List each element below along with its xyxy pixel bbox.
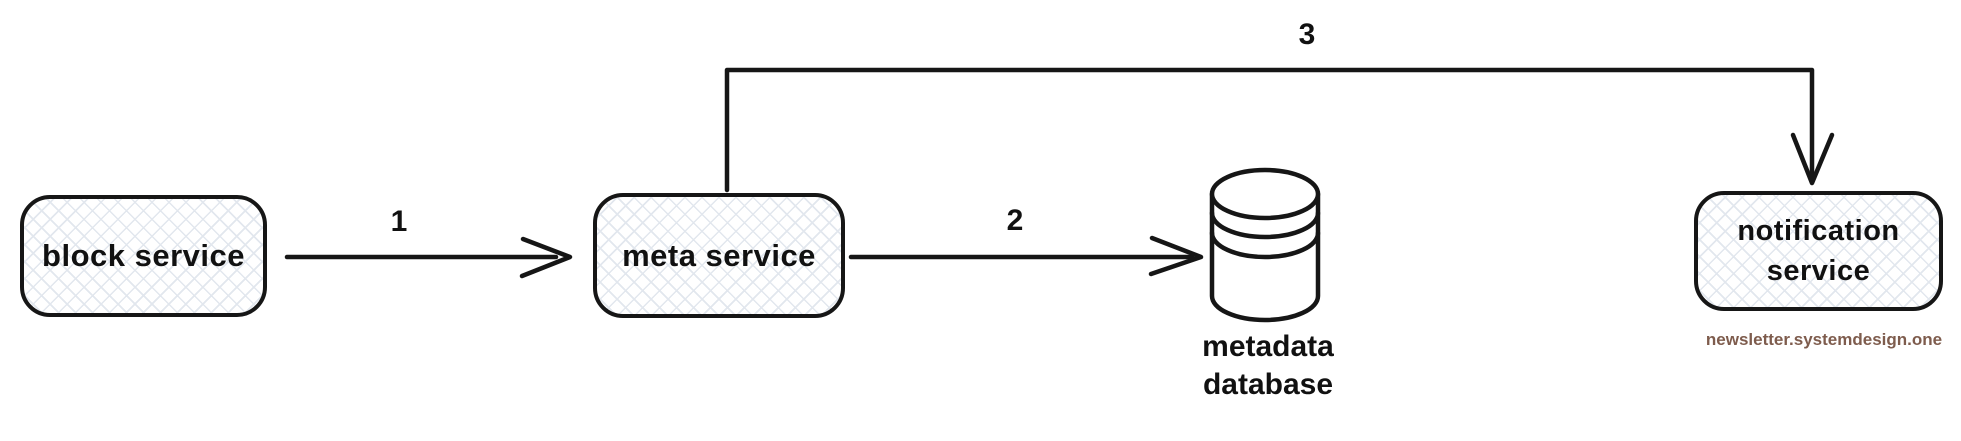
node-label-line2: service <box>1766 255 1871 287</box>
arrow-3-head <box>1790 132 1835 186</box>
watermark-text: newsletter.systemdesign.one <box>1705 330 1943 349</box>
database-caption-line1: metadata <box>1202 330 1334 363</box>
database-ring-2 <box>1209 230 1321 260</box>
database-caption: metadata database <box>1202 328 1334 404</box>
database-caption-line2: database <box>1202 368 1334 401</box>
edge-label-2: 2 <box>1006 204 1024 237</box>
node-block-service: block service <box>20 195 267 317</box>
node-notification-service: notification service <box>1694 191 1943 311</box>
node-label: meta service <box>622 237 816 273</box>
edge-label-1: 1 <box>390 205 408 238</box>
database-top-ellipse <box>1209 167 1321 221</box>
edge-label-3: 3 <box>1298 18 1316 51</box>
database-cylinder-icon <box>1209 167 1321 323</box>
node-label-line1: notification <box>1737 215 1900 247</box>
node-meta-service: meta service <box>593 193 845 318</box>
arrow-1-head <box>519 236 573 279</box>
database-body <box>1209 191 1321 323</box>
arrow-3-path <box>724 67 1815 193</box>
database-ring-1 <box>1209 210 1321 240</box>
arrow-2-head <box>1148 235 1204 277</box>
node-label: block service <box>42 238 245 273</box>
